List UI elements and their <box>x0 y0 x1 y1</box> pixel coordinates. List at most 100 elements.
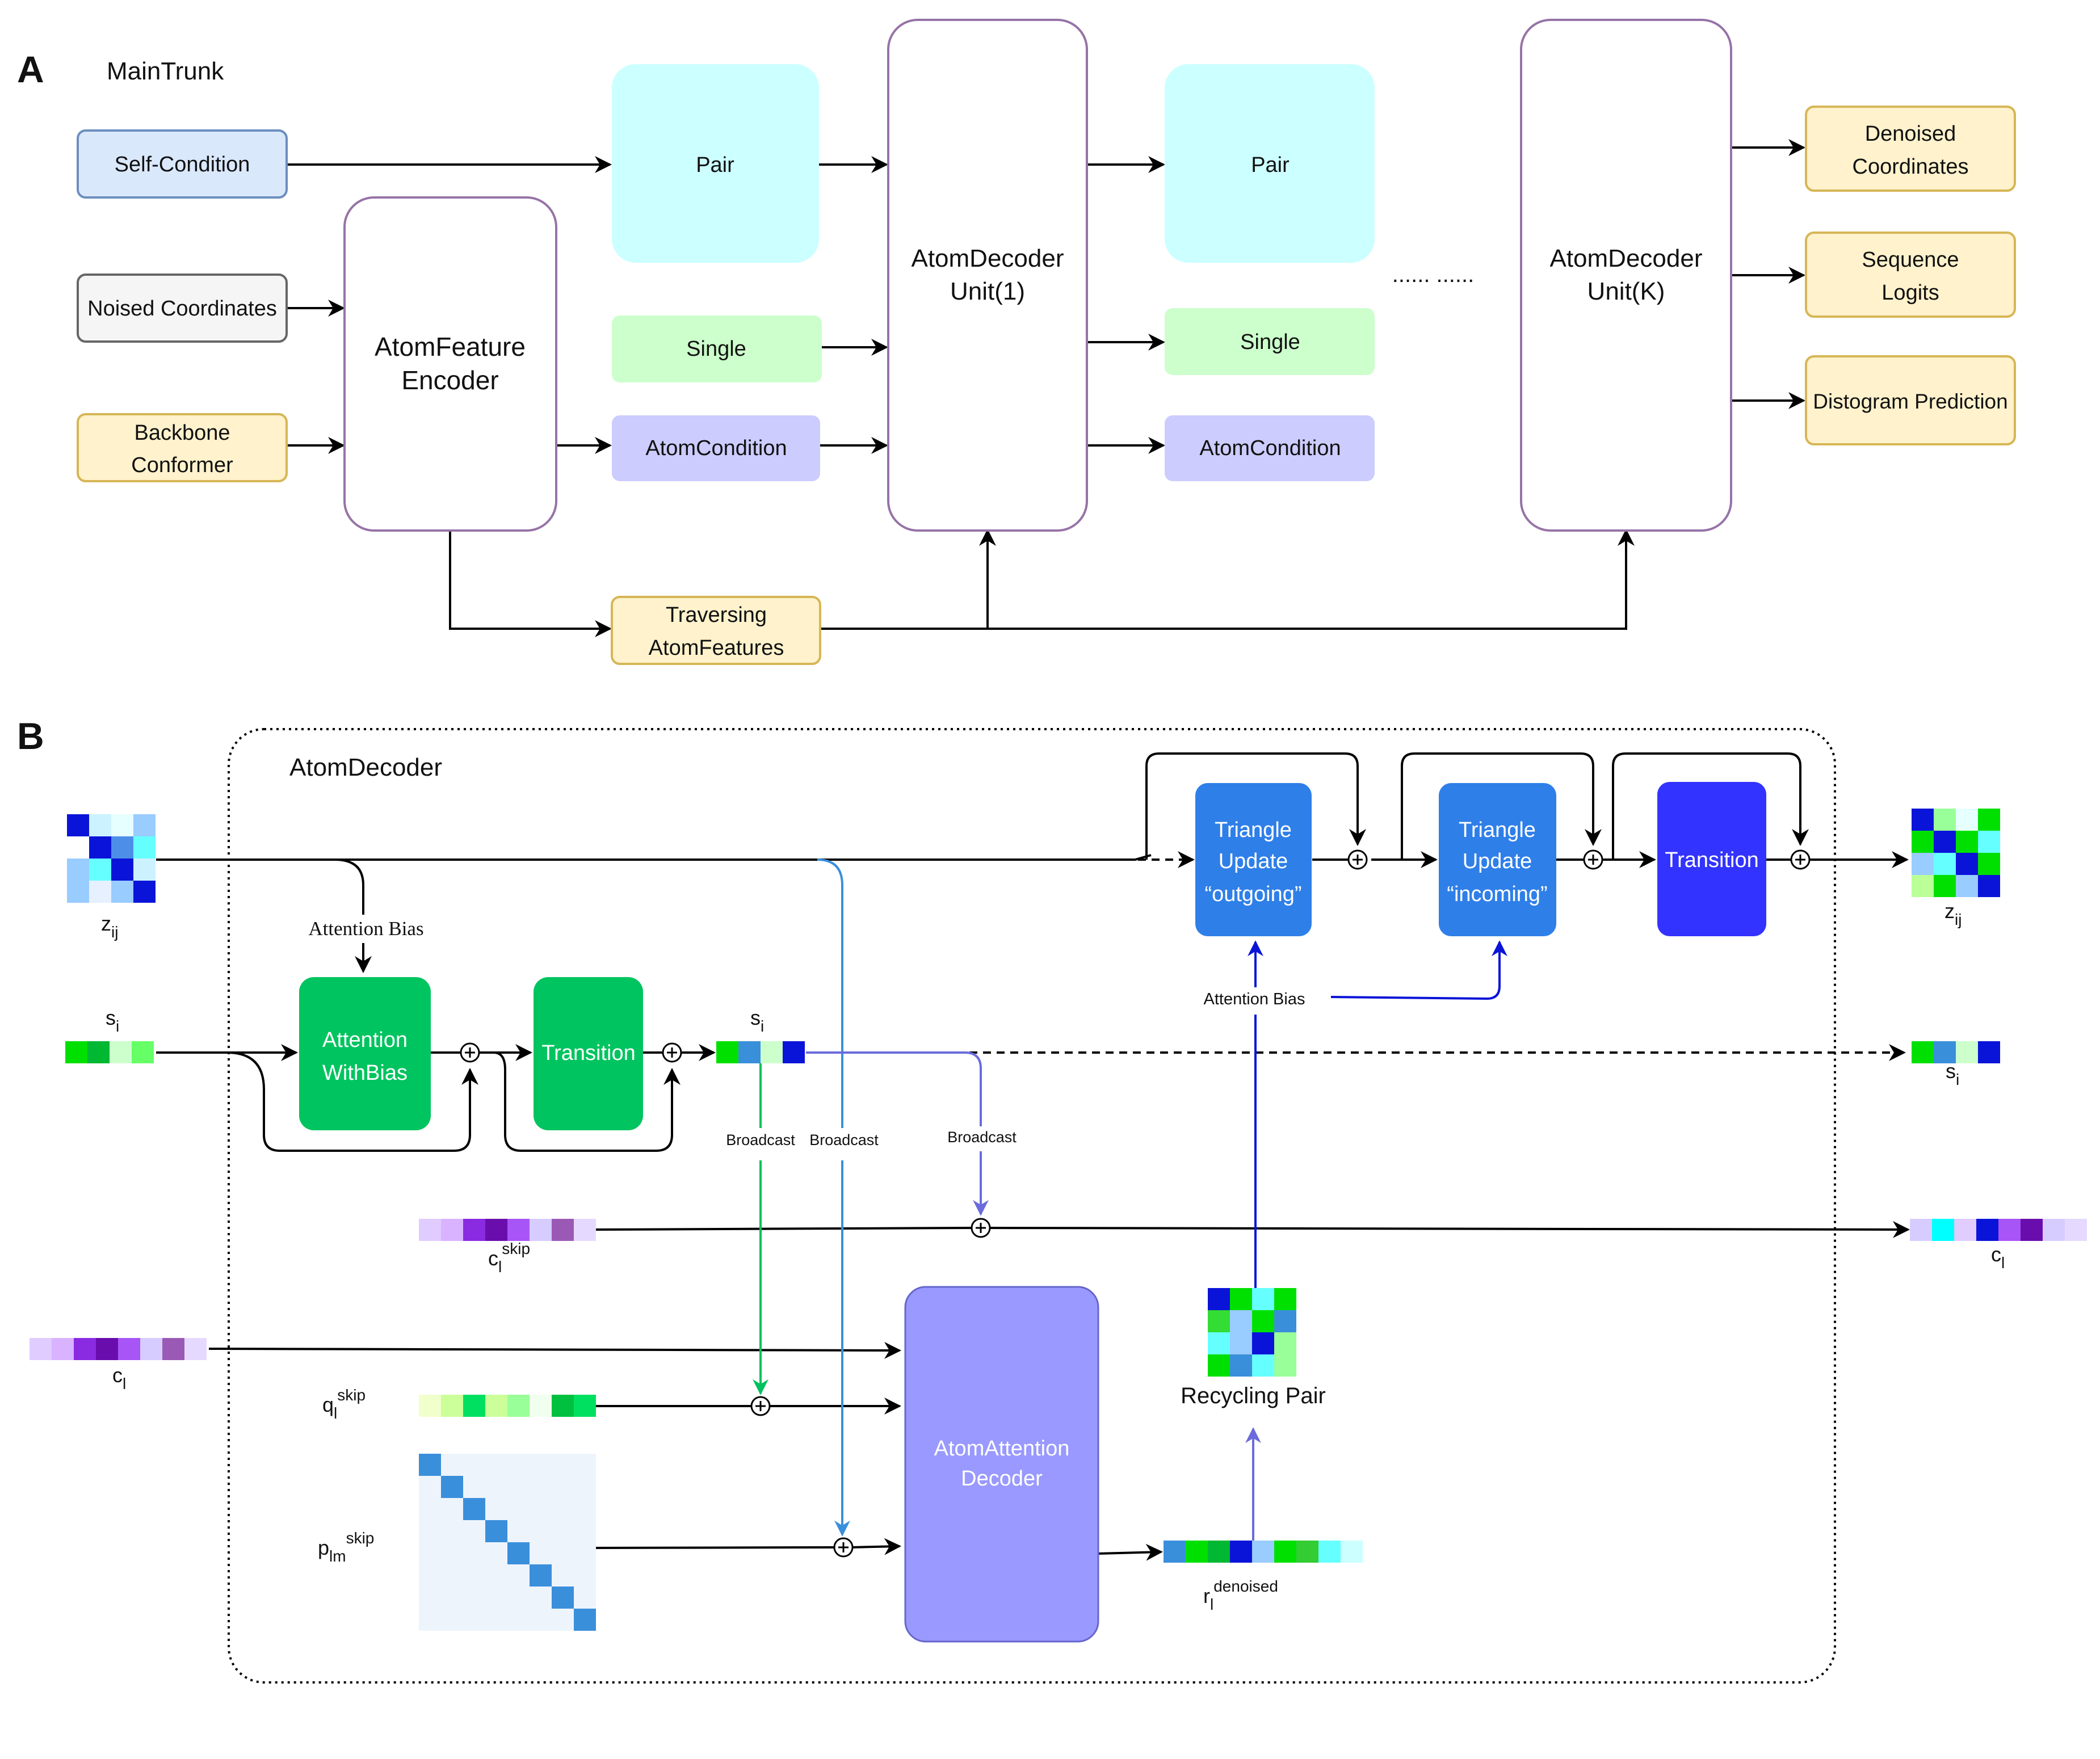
backbone-conformer-label-1: Backbone <box>134 421 230 445</box>
pair-label-1: Pair <box>696 153 734 177</box>
add-node <box>750 1396 771 1416</box>
atom-condition-label-1: AtomCondition <box>645 436 787 460</box>
recycling-pair-label: Recycling Pair <box>1181 1383 1326 1408</box>
attention-bias-label: Attention Bias <box>308 918 423 940</box>
triangle-update-outgoing-block <box>1195 783 1312 936</box>
add-node <box>971 1218 991 1238</box>
sequence-logits-label-2: Logits <box>1881 281 1939 305</box>
atom-condition-box-1 <box>612 415 820 481</box>
traversing-label-2: AtomFeatures <box>649 636 784 660</box>
q-l-skip-label: qlskip <box>322 1386 366 1422</box>
p-lm-skip-label: plmskip <box>318 1529 374 1565</box>
s-i-mid-label: si <box>750 1006 764 1035</box>
s-i-mid-vector <box>716 1041 805 1063</box>
traversing-label-1: Traversing <box>666 603 767 627</box>
atom-feature-encoder-label-1: AtomFeature <box>375 332 526 361</box>
c-l-output-vector <box>1910 1219 2087 1241</box>
broadcast-label-2: Broadcast <box>809 1131 879 1148</box>
backbone-conformer-box <box>77 413 288 482</box>
z-ij-input-matrix <box>67 814 156 903</box>
atom-attention-decoder-label-1: AtomAttention <box>934 1437 1070 1461</box>
single-box-2 <box>1165 308 1375 375</box>
broadcast-label-3: Broadcast <box>947 1129 1017 1146</box>
atom-decoder-frame <box>228 728 1836 1684</box>
s-i-input-label: si <box>106 1006 119 1035</box>
denoised-coordinates-label-2: Coordinates <box>1853 155 1969 179</box>
atom-decoder-unit-1-label-1: AtomDecoder <box>911 245 1064 272</box>
panel-b-letter: B <box>17 715 44 757</box>
tri-in-label-1: Triangle <box>1459 818 1536 842</box>
atom-feature-encoder-box <box>343 196 557 532</box>
attention-bias-small-label: Attention Bias <box>1204 990 1305 1008</box>
c-l-skip-vector <box>419 1219 596 1241</box>
atom-decoder-unit-1-label-2: Unit(1) <box>950 277 1025 305</box>
ellipsis: ...... ...... <box>1392 262 1474 287</box>
r-l-denoised-label: rldenoised <box>1203 1577 1278 1613</box>
self-condition-label: Self-Condition <box>115 153 250 176</box>
atom-condition-label-2: AtomCondition <box>1199 436 1341 460</box>
sequence-logits-label-1: Sequence <box>1862 248 1959 272</box>
pair-label-2: Pair <box>1251 153 1290 177</box>
tri-out-label-2: Update <box>1219 849 1288 873</box>
transition-label-s: Transition <box>541 1041 635 1065</box>
panel-b: B AtomDecoder <box>17 715 2087 1684</box>
tri-in-label-3: “incoming” <box>1447 882 1547 906</box>
s-i-input-vector <box>65 1041 154 1063</box>
atom-decoder-title: AtomDecoder <box>289 754 442 781</box>
transition-label-z: Transition <box>1665 848 1758 872</box>
attention-with-bias-label-2: WithBias <box>322 1061 408 1085</box>
add-node <box>662 1042 682 1063</box>
atom-decoder-unit-k-label-1: AtomDecoder <box>1549 245 1702 272</box>
s-i-output-label: si <box>1946 1059 1959 1088</box>
c-l-input-vector <box>30 1338 207 1360</box>
atom-attention-decoder-block <box>904 1286 1099 1643</box>
distogram-prediction-label: Distogram Prediction <box>1813 390 2007 413</box>
noised-coordinates-label: Noised Coordinates <box>87 297 277 321</box>
panel-b-add-nodes <box>460 849 1811 1558</box>
distogram-prediction-box <box>1805 355 2016 445</box>
c-l-skip-label: clskip <box>488 1240 530 1276</box>
q-l-skip-vector <box>419 1395 596 1417</box>
tri-in-label-2: Update <box>1463 849 1532 873</box>
transition-block-s <box>534 977 643 1130</box>
panel-b-black-arrows <box>156 752 1910 1561</box>
noised-coordinates-box <box>77 273 288 343</box>
r-l-denoised-vector <box>1164 1541 1363 1563</box>
symbol-labels: zij zij si si si clskip cl cl qlskip plm… <box>101 899 2005 1613</box>
backbone-conformer-label-2: Conformer <box>131 453 233 477</box>
panel-a-letter: A <box>17 48 44 90</box>
atom-feature-encoder-label-2: Encoder <box>401 365 498 395</box>
transition-block-z <box>1657 782 1766 936</box>
add-node <box>1347 849 1368 870</box>
denoised-coordinates-box <box>1805 106 2016 192</box>
atom-decoder-unit-1-box <box>887 19 1088 532</box>
add-node <box>460 1042 480 1063</box>
atom-condition-box-2 <box>1165 415 1375 481</box>
z-ij-input-label: zij <box>101 912 118 941</box>
atom-decoder-unit-k-label-2: Unit(K) <box>1587 277 1665 305</box>
add-node <box>833 1537 854 1558</box>
atom-attention-decoder-label-2: Decoder <box>961 1467 1043 1491</box>
add-node <box>1583 849 1603 870</box>
broadcast-label-1: Broadcast <box>726 1131 795 1148</box>
z-ij-output-label: zij <box>1944 899 1962 928</box>
attention-with-bias-label-1: Attention <box>322 1028 408 1052</box>
atom-decoder-unit-k-box <box>1520 19 1732 532</box>
single-label-2: Single <box>1240 330 1300 354</box>
triangle-update-incoming-block <box>1439 783 1556 936</box>
sequence-logits-box <box>1805 232 2016 318</box>
panel-a-title: MainTrunk <box>107 57 224 85</box>
tensor-swatches <box>30 809 2087 1631</box>
single-box-1 <box>612 315 822 382</box>
add-node <box>1790 849 1811 870</box>
recycling-pair-matrix <box>1208 1288 1296 1377</box>
panel-a: A MainTrunk Self-Condition Noised Coordi… <box>17 19 2016 665</box>
single-label-1: Single <box>686 337 746 361</box>
pair-box-2 <box>1165 64 1375 263</box>
panel-a-arrows <box>287 139 1805 637</box>
pair-box-1 <box>612 64 819 263</box>
attention-with-bias-block <box>299 977 431 1130</box>
traversing-atomfeatures-box <box>611 596 821 665</box>
p-lm-skip-matrix <box>419 1454 596 1631</box>
